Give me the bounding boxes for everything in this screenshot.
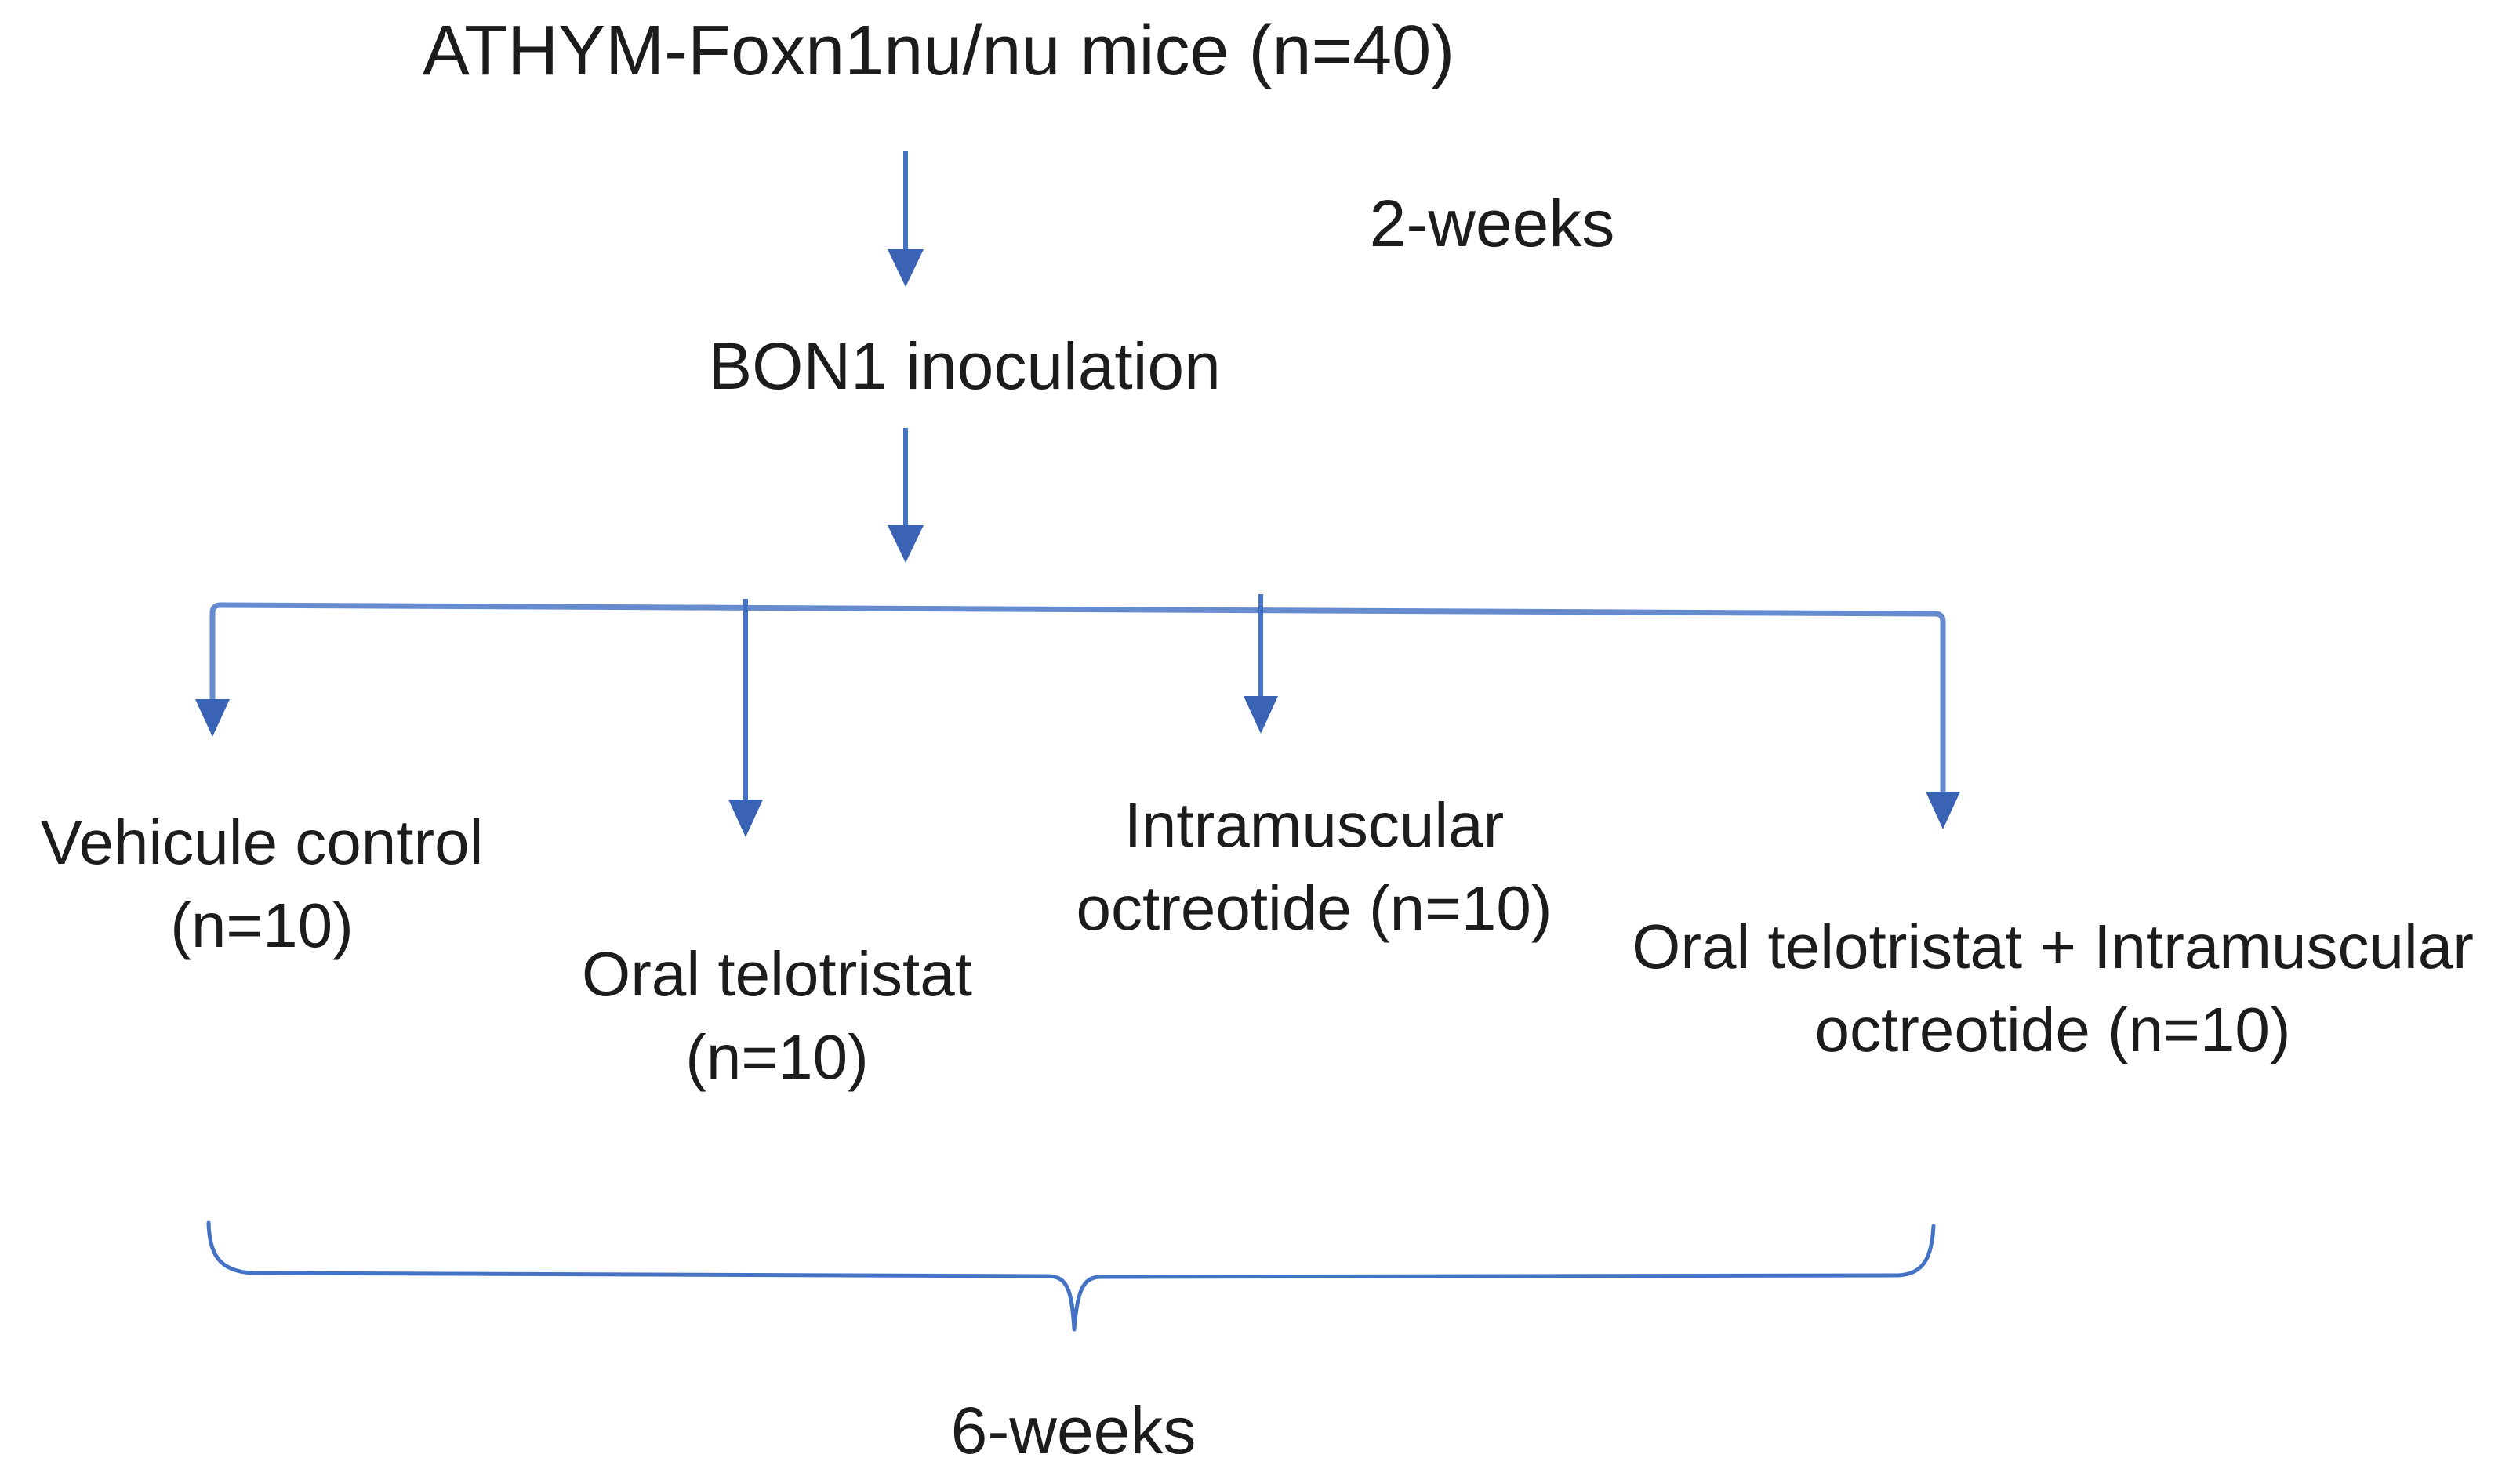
arrow-down-icon <box>888 525 924 563</box>
arm-label-line2: (n=10) <box>170 890 354 960</box>
branch-rail <box>209 602 1946 793</box>
brace-icon <box>206 1220 1936 1332</box>
phase2-duration-label: 6-weeks <box>950 1394 1196 1467</box>
arm-label-oral-telotristat: Oral telotristat (n=10) <box>582 933 972 1098</box>
arm-label-vehicule-control: Vehicule control (n=10) <box>41 801 484 966</box>
arrow-down-icon <box>195 699 230 737</box>
arm-label-line1: Vehicule control <box>40 807 484 877</box>
arm-label-line1: Oral telotristat + Intramuscular <box>1632 912 2474 981</box>
arm-label-line2: (n=10) <box>685 1021 869 1092</box>
arm-label-line2: octreotide (n=10) <box>1814 994 2291 1064</box>
arrow-down-icon <box>888 249 924 287</box>
diagram-title: ATHYM-Foxn1nu/nu mice (n=40) <box>422 12 1455 90</box>
arm-label-line1: Oral telotristat <box>582 939 972 1009</box>
arm-label-line2: octreotide (n=10) <box>1076 872 1552 943</box>
inoculation-label: BON1 inoculation <box>708 329 1221 403</box>
arrow-down-icon <box>728 800 763 837</box>
arm-label-combination: Oral telotristat + Intramuscular octreot… <box>1632 905 2474 1071</box>
arm-label-intramuscular-octreotide: Intramuscular octreotide (n=10) <box>1076 784 1552 949</box>
arrow-down-icon <box>1244 696 1278 734</box>
arm-label-line1: Intramuscular <box>1124 790 1505 860</box>
phase1-duration-label: 2-weeks <box>1369 187 1615 260</box>
arrow-down-icon <box>1926 792 1960 829</box>
